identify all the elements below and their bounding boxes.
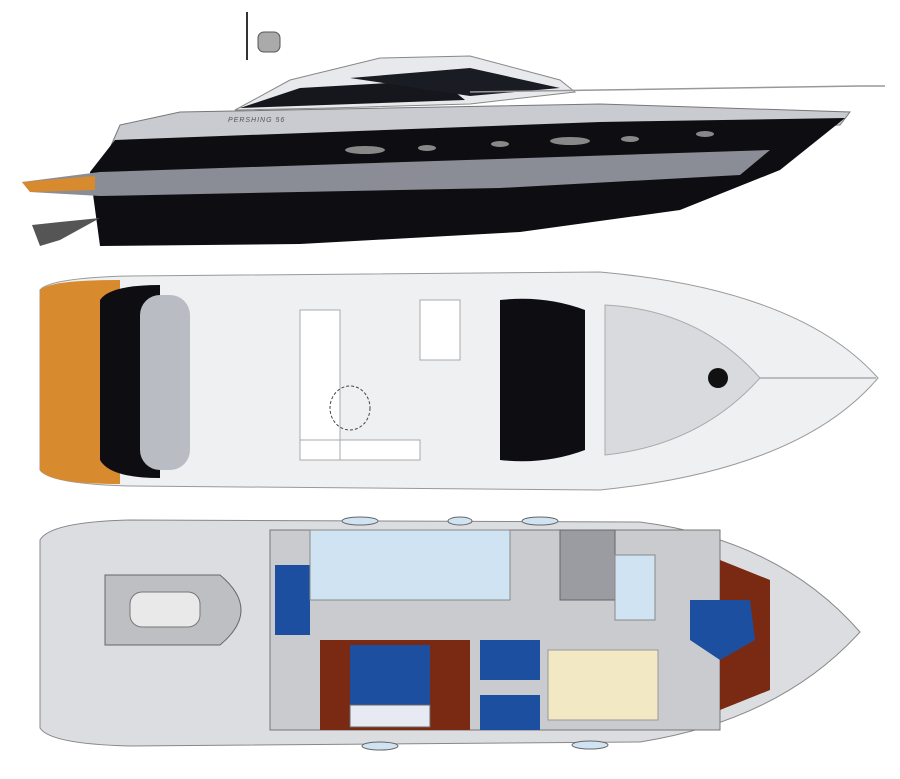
hull-window (447, 516, 473, 526)
bow-railing (469, 85, 885, 93)
bunk-bed (480, 640, 540, 680)
propeller (32, 218, 100, 246)
pillows (349, 704, 431, 728)
sunpad (140, 295, 190, 470)
hull-window (361, 741, 399, 751)
hull-window (341, 516, 379, 526)
hull-window (521, 516, 559, 526)
master-bed (350, 645, 430, 705)
cockpit-table (329, 385, 371, 431)
interior-layout-view (39, 516, 861, 751)
side-profile-view: PERSHING 56 (22, 12, 885, 246)
bed (275, 565, 310, 635)
helm-seat (419, 299, 461, 361)
porthole (345, 146, 385, 154)
porthole (491, 141, 509, 147)
galley (559, 529, 616, 601)
windscreen (500, 298, 585, 462)
radar-dome (257, 31, 281, 53)
porthole (621, 136, 639, 142)
cockpit-seating (299, 309, 421, 461)
side-windows-fwd (350, 68, 560, 96)
bathroom-fwd (614, 554, 656, 621)
hull-stripe (22, 150, 770, 196)
hull-window (571, 740, 609, 750)
porthole (696, 131, 714, 137)
hatch (708, 368, 728, 388)
tender-console (129, 591, 201, 628)
side-windows-aft (240, 80, 465, 108)
saloon-sofa (547, 649, 659, 721)
bathroom (309, 529, 511, 601)
porthole (550, 137, 590, 145)
deck-plan-view (39, 271, 879, 491)
porthole (418, 145, 436, 151)
foredeck-sunpad (604, 304, 761, 456)
bunk-bed (480, 695, 540, 730)
hull-lettering: PERSHING 56 (228, 117, 285, 124)
forward-bed (690, 600, 755, 660)
swim-platform (22, 176, 95, 192)
